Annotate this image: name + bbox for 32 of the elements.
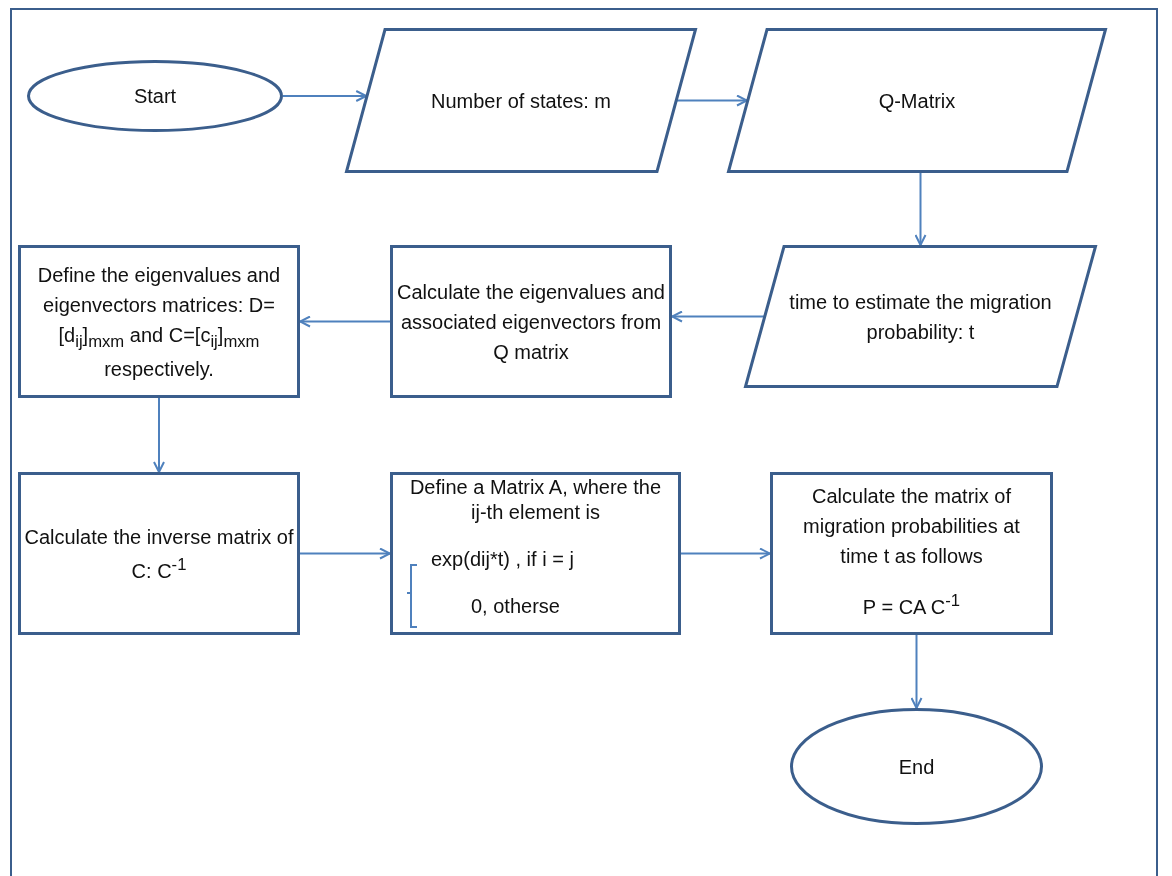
process-box (770, 472, 1053, 635)
node-text: time to estimate the migration probability: t (788, 289, 1053, 345)
arrow (680, 547, 771, 560)
arrow (299, 315, 391, 328)
process-box (390, 472, 681, 635)
start-ellipse (27, 60, 283, 132)
node-text: End (898, 754, 935, 780)
input-parallelogram (345, 28, 697, 173)
end-ellipse (790, 708, 1043, 825)
arrow (153, 397, 165, 473)
process-box (390, 245, 672, 398)
node-text: Define a Matrix A, where the ij-th element is (408, 475, 663, 525)
input-parallelogram (727, 28, 1107, 173)
node-text: Number of states: m (430, 88, 612, 114)
node-text: Start (133, 84, 177, 109)
arrow (676, 94, 748, 107)
case-text: exp(dij*t) , if i = j (431, 547, 574, 572)
process-box (18, 472, 300, 635)
input-parallelogram (744, 245, 1097, 388)
arrow (910, 634, 923, 709)
node-text: Calculate the matrix of migration probabilities at time t as follows (802, 484, 1021, 569)
node-text: P = CA C$^{-1}$ (862, 590, 961, 620)
case-text: 0, otherse (471, 594, 560, 619)
arrow (914, 172, 927, 246)
arrow (282, 90, 368, 102)
arrow (299, 547, 391, 560)
node-text: Define the eigenvalues and eigenvectors matrices: D=[d$_{ij}$]$_{mxm}$ and C=[c$_{ij}$]$_{mxm}$ respectively. (36, 262, 282, 382)
node-text: Q-Matrix (878, 88, 956, 114)
process-box (18, 245, 300, 398)
node-text: Calculate the inverse matrix of C: C$^{-1}$ (23, 524, 295, 584)
arrow (671, 310, 765, 323)
node-text: Calculate the eigenvalues and associated eigenvectors from Q matrix (396, 279, 666, 365)
